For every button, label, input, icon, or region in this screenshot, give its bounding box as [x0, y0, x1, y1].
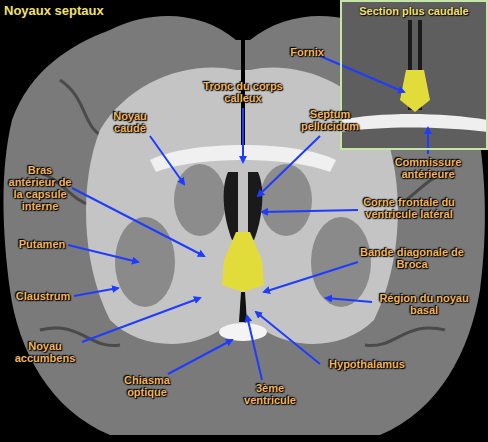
part-label: Hypothalamus — [322, 358, 412, 370]
part-label: Claustrum — [12, 290, 74, 302]
part-label: Corne frontale du ventricule latéral — [360, 196, 458, 220]
part-label: Commissure antérieure — [378, 156, 478, 180]
part-label: Bras antérieur de la capsule interne — [8, 164, 72, 212]
part-label: Tronc du corps calleux — [203, 80, 283, 104]
part-label: Bande diagonale de Broca — [360, 246, 464, 270]
diagram-title: Noyaux septaux — [4, 3, 104, 18]
part-label: Putamen — [14, 238, 70, 250]
part-label: Noyau caudé — [104, 110, 156, 134]
inset-heading: Section plus caudale — [342, 2, 486, 18]
inset-panel: Section plus caudale — [340, 0, 488, 150]
part-label: Fornix — [287, 46, 327, 58]
part-label: Région du noyau basal — [374, 292, 474, 316]
part-label: 3ème ventricule — [240, 382, 300, 406]
part-label: Chiasma optique — [116, 374, 178, 398]
part-label: Noyau accumbens — [8, 340, 82, 364]
part-label: Septum pellucidum — [293, 108, 367, 132]
